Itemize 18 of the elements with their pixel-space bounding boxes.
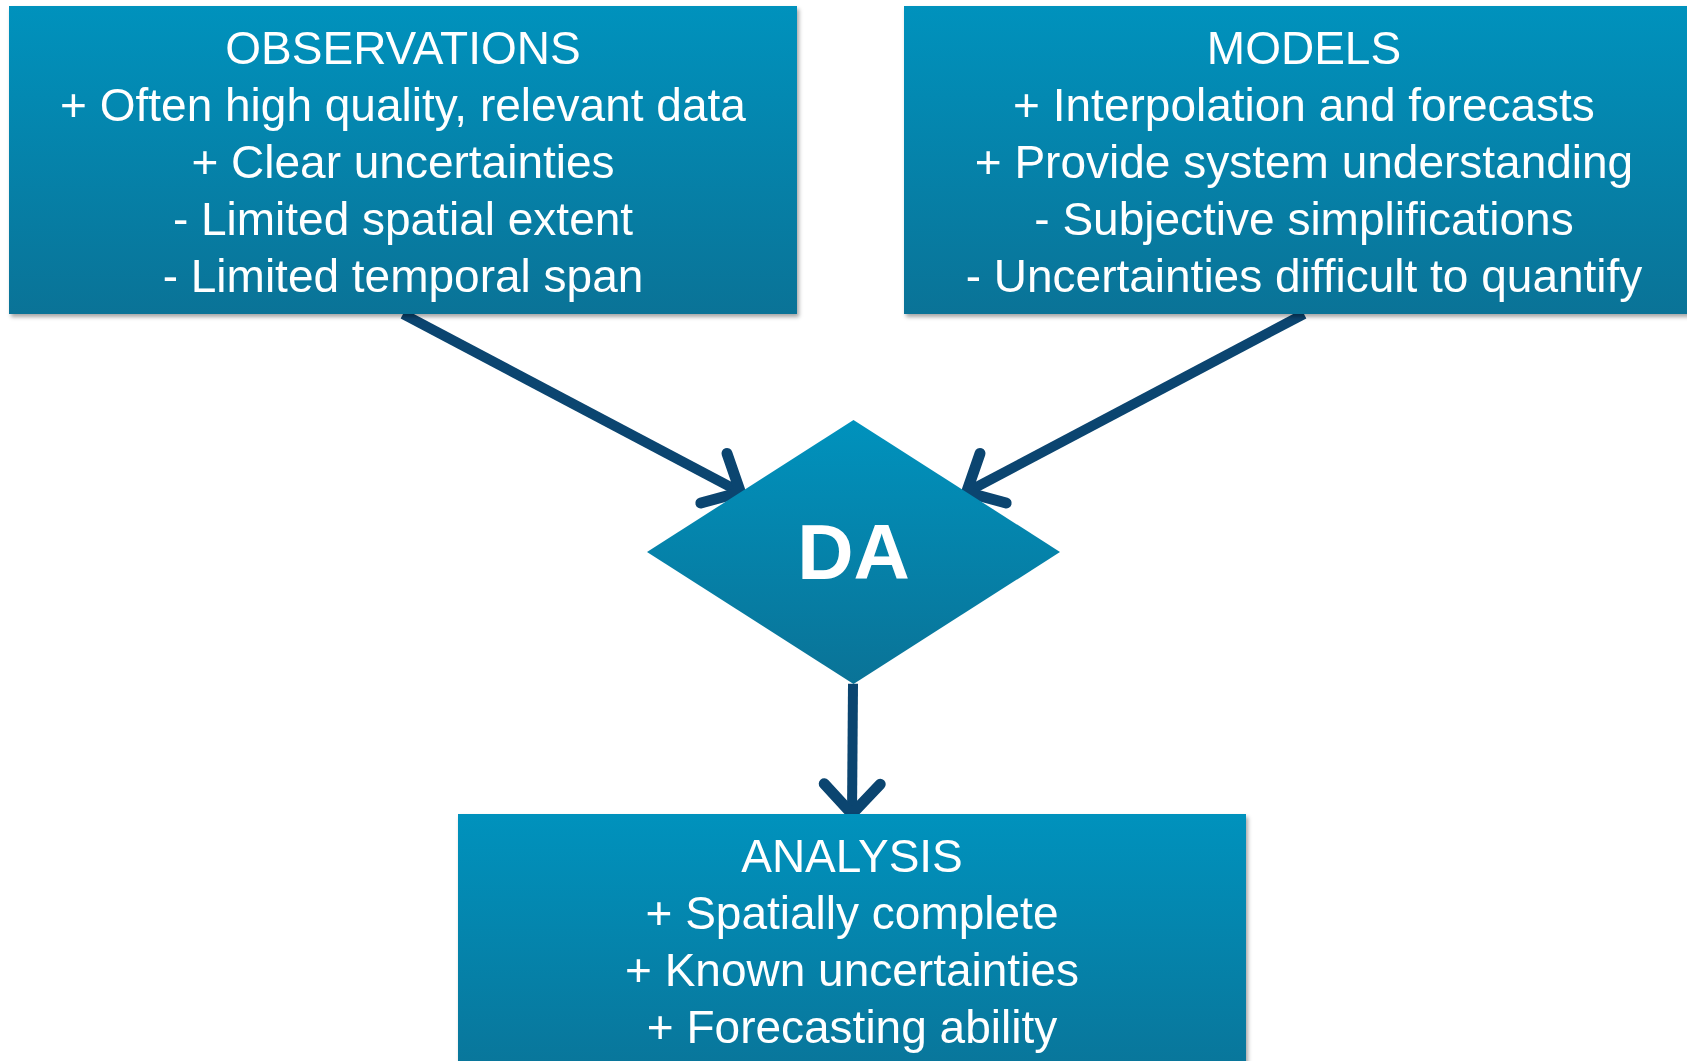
list-item: + Interpolation and forecasts <box>1012 78 1596 133</box>
process-box <box>904 6 1687 314</box>
list-item: - Limited spatial extent <box>171 192 635 247</box>
list-item: - Uncertainties difficult to quantify <box>964 249 1644 304</box>
process-box <box>458 814 1246 1061</box>
process-box <box>9 6 797 314</box>
box-heading: OBSERVATIONS <box>224 21 582 76</box>
list-item: + Often high quality, relevant data <box>59 78 747 133</box>
diamond-label: DA <box>796 513 911 591</box>
box-heading: ANALYSIS <box>740 829 964 884</box>
list-item: + Clear uncertainties <box>190 135 616 190</box>
list-item: + Known uncertainties <box>624 943 1080 998</box>
list-item: + Provide system understanding <box>973 135 1635 190</box>
list-item: - Subjective simplifications <box>1033 192 1575 247</box>
list-item: + Spatially complete <box>644 886 1060 941</box>
list-item: + Forecasting ability <box>645 1000 1059 1055</box>
box-heading: MODELS <box>1205 21 1403 76</box>
list-item: - Limited temporal span <box>161 249 645 304</box>
